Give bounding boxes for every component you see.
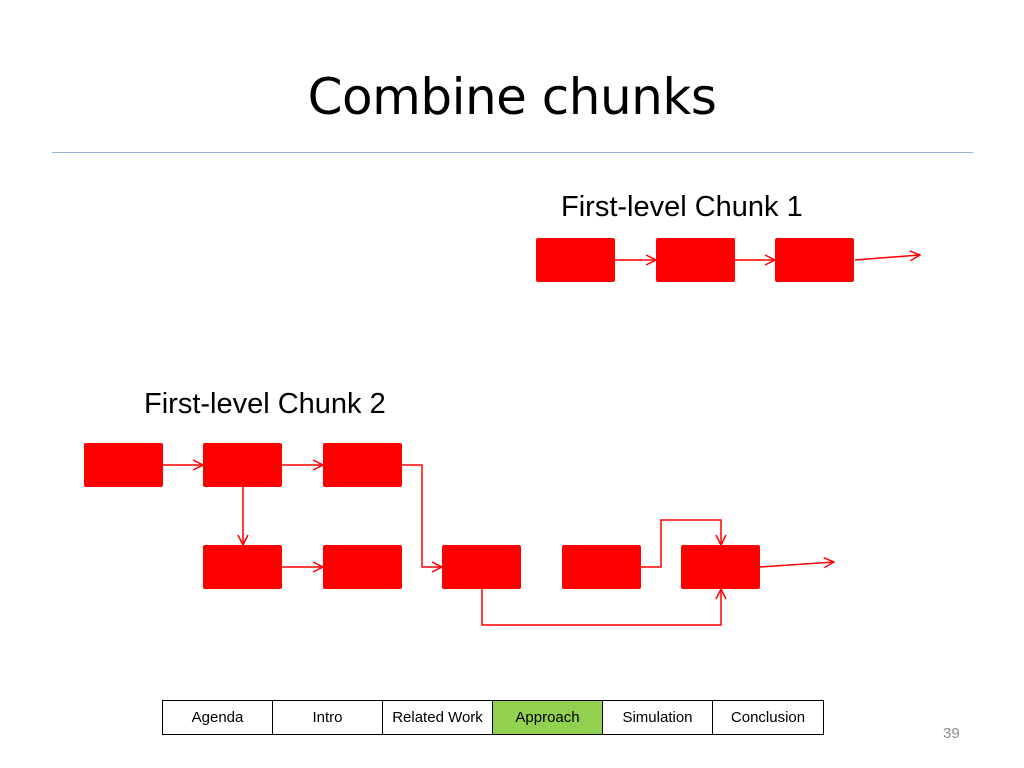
node-c2-b4: [562, 545, 641, 589]
node-c2-b1: [203, 545, 282, 589]
node-c2-a2: [203, 443, 282, 487]
nav-related-work[interactable]: Related Work: [383, 701, 493, 734]
nav-simulation[interactable]: Simulation: [603, 701, 713, 734]
edge-c2-a3-to-c2-b3: [402, 464, 442, 567]
chunk-1-label: First-level Chunk 1: [561, 191, 803, 223]
chunk-2-label: First-level Chunk 2: [144, 388, 386, 420]
edge-c1-n3-to-exit: [854, 255, 920, 260]
edge-c2-b5-to-exit: [759, 562, 834, 567]
node-c2-b2: [323, 545, 402, 589]
node-c2-b5: [681, 545, 760, 589]
edge-c2-b4-to-c2-b5: [641, 519, 721, 568]
node-c1-n2: [656, 238, 735, 282]
node-c1-n3: [775, 238, 854, 282]
nav-approach[interactable]: Approach: [493, 701, 603, 734]
node-c1-n1: [536, 238, 615, 282]
page-number: 39: [943, 725, 960, 742]
node-c2-b3: [442, 545, 521, 589]
title-divider: [52, 152, 973, 153]
node-c2-a1: [84, 443, 163, 487]
nav-intro[interactable]: Intro: [273, 701, 383, 734]
slide-title: Combine chunks: [307, 68, 717, 126]
nav-conclusion[interactable]: Conclusion: [730, 709, 806, 726]
nav-agenda[interactable]: Agenda: [163, 701, 273, 734]
edge-c2-b3-to-c2-b5: [481, 589, 721, 626]
section-nav: Agenda Intro Related Work Approach Simul…: [162, 700, 824, 735]
node-c2-a3: [323, 443, 402, 487]
